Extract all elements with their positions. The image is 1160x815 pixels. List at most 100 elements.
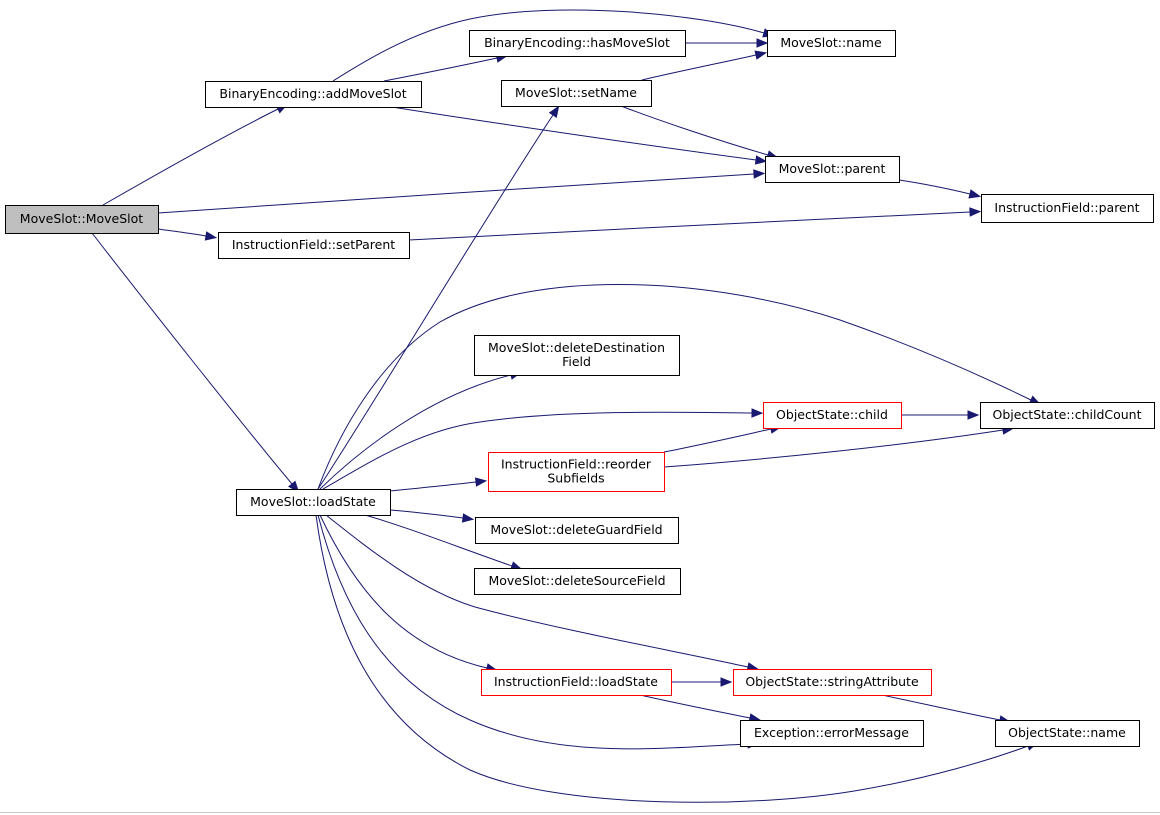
arrowhead-BinaryEncoding_addMoveSlot-to-MoveSlot_parent xyxy=(754,155,768,165)
node-label: Field xyxy=(562,354,591,369)
node-box[interactable] xyxy=(980,402,1155,429)
node-label: MoveSlot::loadState xyxy=(250,494,376,509)
node-MoveSlot_parent[interactable]: MoveSlot::parent xyxy=(765,156,900,183)
node-box[interactable] xyxy=(236,489,391,516)
node-box[interactable] xyxy=(5,205,159,234)
edge-MoveSlot_loadState-to-MoveSlot_deleteSourceField xyxy=(364,514,513,567)
edge-MoveSlot_loadState-to-MoveSlot_deleteGuardField xyxy=(389,509,464,519)
node-MoveSlot_deleteGuardField[interactable]: MoveSlot::deleteGuardField xyxy=(475,517,679,544)
node-label: BinaryEncoding::addMoveSlot xyxy=(219,86,406,101)
node-box[interactable] xyxy=(474,335,680,376)
node-label: MoveSlot::MoveSlot xyxy=(20,211,143,226)
node-label: MoveSlot::deleteDestination xyxy=(488,340,665,355)
bottom-divider xyxy=(0,812,1160,813)
node-MoveSlot_deleteSourceField[interactable]: MoveSlot::deleteSourceField xyxy=(474,568,681,595)
node-box[interactable] xyxy=(218,232,410,259)
edge-MoveSlot_loadState-to-ObjectState_childCount xyxy=(317,283,1032,490)
node-label: MoveSlot::name xyxy=(780,35,882,50)
edge-BinaryEncoding_addMoveSlot-to-MoveSlot_name xyxy=(332,9,765,82)
edge-MoveSlot_MoveSlot-to-MoveSlot_parent xyxy=(157,173,755,214)
edge-MoveSlot_loadState-to-Exception_errorMessage xyxy=(317,514,749,750)
edge-MoveSlot_loadState-to-ObjectState_name xyxy=(315,514,1029,803)
edge-MoveSlot_MoveSlot-to-MoveSlot_loadState xyxy=(91,232,293,485)
node-label: BinaryEncoding::hasMoveSlot xyxy=(484,35,670,50)
node-Exception_errorMessage[interactable]: Exception::errorMessage xyxy=(740,720,924,747)
edge-MoveSlot_loadState-to-InstructionField_loadState xyxy=(319,514,488,669)
node-ObjectState_stringAttribute[interactable]: ObjectState::stringAttribute xyxy=(733,669,932,696)
edge-MoveSlot_setName-to-MoveSlot_name xyxy=(641,54,757,81)
edge-BinaryEncoding_addMoveSlot-to-BinaryEncoding_hasMoveSlot xyxy=(383,57,498,82)
node-MoveSlot_loadState[interactable]: MoveSlot::loadState xyxy=(236,489,391,516)
edge-MoveSlot_loadState-to-ObjectState_stringAttribute xyxy=(325,514,749,668)
node-InstructionField_parent[interactable]: InstructionField::parent xyxy=(981,194,1154,223)
node-label: MoveSlot::parent xyxy=(779,161,886,176)
edge-MoveSlot_parent-to-InstructionField_parent xyxy=(898,179,971,195)
arrowhead-MoveSlot_MoveSlot-to-MoveSlot_parent xyxy=(753,169,766,179)
edge-ObjectState_stringAttribute-to-ObjectState_name xyxy=(881,694,1001,721)
node-box[interactable] xyxy=(763,402,902,429)
node-label: ObjectState::childCount xyxy=(992,407,1141,422)
edge-InstructionField_reorderSubfields-to-ObjectState_childCount xyxy=(663,429,1004,468)
node-label: InstructionField::loadState xyxy=(494,674,658,689)
arrowhead-MoveSlot_loadState-to-MoveSlot_deleteGuardField xyxy=(461,513,475,523)
node-MoveSlot_setName[interactable]: MoveSlot::setName xyxy=(501,80,652,107)
node-ObjectState_name[interactable]: ObjectState::name xyxy=(995,720,1140,747)
node-box[interactable] xyxy=(501,80,652,107)
arrowhead-MoveSlot_loadState-to-ObjectState_child xyxy=(751,408,764,418)
arrowhead-BinaryEncoding_hasMoveSlot-to-MoveSlot_name xyxy=(756,38,769,48)
node-box[interactable] xyxy=(765,156,900,183)
edge-MoveSlot_MoveSlot-to-BinaryEncoding_addMoveSlot xyxy=(102,108,279,206)
node-label: InstructionField::parent xyxy=(994,200,1139,215)
node-BinaryEncoding_hasMoveSlot[interactable]: BinaryEncoding::hasMoveSlot xyxy=(469,30,686,57)
node-label: InstructionField::setParent xyxy=(232,237,395,252)
edge-MoveSlot_loadState-to-MoveSlot_setName xyxy=(317,114,554,490)
node-InstructionField_setParent[interactable]: InstructionField::setParent xyxy=(218,232,410,259)
arrowhead-MoveSlot_loadState-to-InstructionField_reorderSubfields xyxy=(474,477,488,487)
arrowhead-MoveSlot_MoveSlot-to-InstructionField_setParent xyxy=(204,231,218,241)
node-label: Exception::errorMessage xyxy=(754,725,909,740)
node-BinaryEncoding_addMoveSlot[interactable]: BinaryEncoding::addMoveSlot xyxy=(205,81,422,108)
arrowhead-InstructionField_setParent-to-InstructionField_parent xyxy=(969,207,982,217)
node-label: InstructionField::reorder xyxy=(501,457,652,472)
node-label: Subfields xyxy=(547,471,604,486)
nodes-layer: MoveSlot::MoveSlot BinaryEncoding::addMov… xyxy=(5,30,1155,747)
node-box[interactable] xyxy=(488,452,665,492)
node-box[interactable] xyxy=(733,669,932,696)
node-label: ObjectState::child xyxy=(776,407,888,422)
node-label: ObjectState::name xyxy=(1008,725,1126,740)
node-box[interactable] xyxy=(481,669,672,696)
edge-InstructionField_reorderSubfields-to-ObjectState_child xyxy=(663,428,772,453)
node-box[interactable] xyxy=(767,30,896,57)
edge-MoveSlot_loadState-to-InstructionField_reorderSubfields xyxy=(389,481,477,492)
arrowhead-MoveSlot_loadState-to-MoveSlot_setName xyxy=(548,105,560,119)
node-label: ObjectState::stringAttribute xyxy=(745,674,919,689)
edge-MoveSlot_loadState-to-ObjectState_child xyxy=(322,411,753,490)
edges-layer xyxy=(91,9,1042,803)
arrowhead-MoveSlot_parent-to-InstructionField_parent xyxy=(968,189,982,199)
node-box[interactable] xyxy=(205,81,422,108)
edge-BinaryEncoding_addMoveSlot-to-MoveSlot_parent xyxy=(391,106,757,161)
node-ObjectState_childCount[interactable]: ObjectState::childCount xyxy=(980,402,1155,429)
node-label: MoveSlot::setName xyxy=(515,85,637,100)
node-box[interactable] xyxy=(469,30,686,57)
node-MoveSlot_name[interactable]: MoveSlot::name xyxy=(767,30,896,57)
edge-MoveSlot_setName-to-MoveSlot_parent xyxy=(620,105,769,156)
node-box[interactable] xyxy=(475,517,679,544)
edge-MoveSlot_MoveSlot-to-InstructionField_setParent xyxy=(157,228,207,237)
node-ObjectState_child[interactable]: ObjectState::child xyxy=(763,402,902,429)
edge-InstructionField_setParent-to-InstructionField_parent xyxy=(408,211,971,241)
node-box[interactable] xyxy=(474,568,681,595)
edge-InstructionField_loadState-to-Exception_errorMessage xyxy=(639,694,751,719)
node-MoveSlot_MoveSlot[interactable]: MoveSlot::MoveSlot xyxy=(5,205,159,234)
node-box[interactable] xyxy=(995,720,1140,747)
edge-MoveSlot_loadState-to-MoveSlot_deleteDestinationField xyxy=(319,374,512,490)
node-box[interactable] xyxy=(981,194,1154,223)
arrowhead-InstructionField_loadState-to-ObjectState_stringAttribute xyxy=(720,677,733,687)
node-label: MoveSlot::deleteGuardField xyxy=(490,522,662,537)
arrowhead-MoveSlot_setName-to-MoveSlot_name xyxy=(754,50,768,60)
node-box[interactable] xyxy=(740,720,924,747)
node-InstructionField_loadState[interactable]: InstructionField::loadState xyxy=(481,669,672,696)
